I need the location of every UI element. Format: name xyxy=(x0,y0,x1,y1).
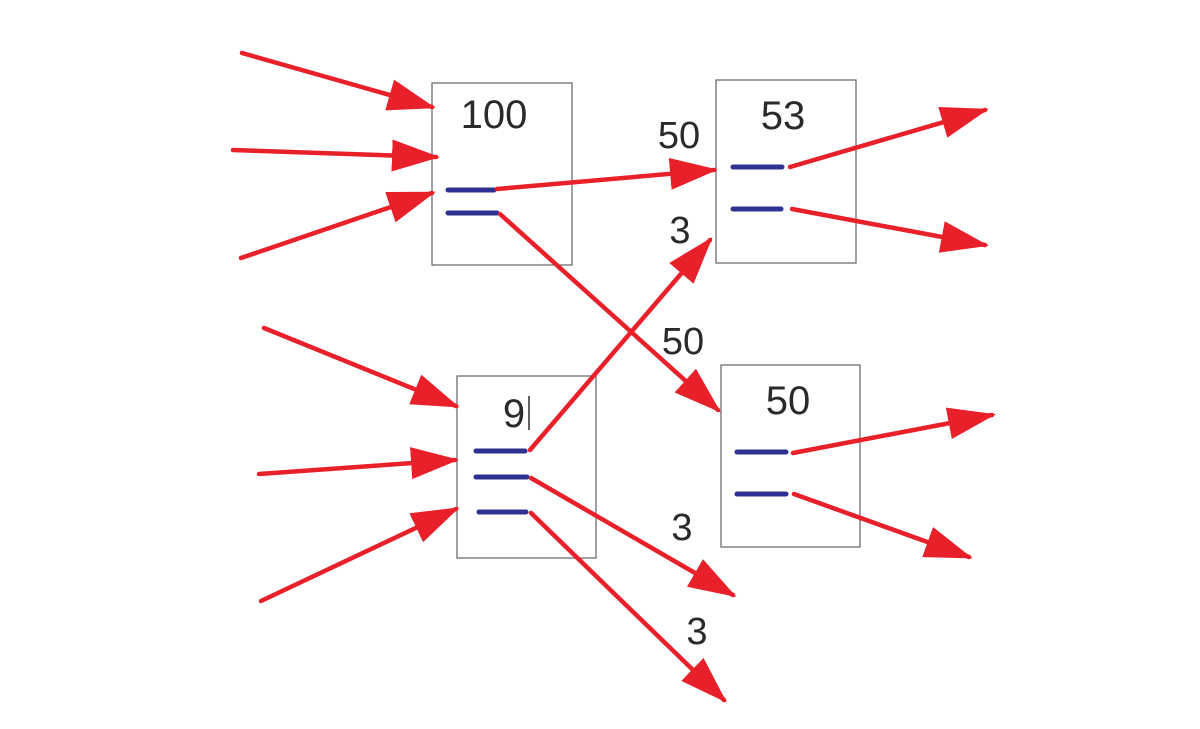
edge-label-bl-out-lower: 3 xyxy=(686,611,707,653)
edge-arrow-tl-to-br xyxy=(497,211,721,413)
node-box xyxy=(720,364,861,548)
incoming-arrow xyxy=(261,325,460,409)
edge-label-bl-to-tr: 3 xyxy=(669,210,690,252)
incoming-arrow xyxy=(238,190,436,261)
node-box xyxy=(456,375,597,559)
edge-arrow-tl-to-tr xyxy=(494,157,718,192)
incoming-arrow xyxy=(256,447,459,480)
edge-arrow-bl-to-tr xyxy=(527,236,713,453)
outgoing-arrow xyxy=(789,206,989,253)
node-value: 50 xyxy=(766,379,811,423)
incoming-arrow xyxy=(258,506,460,604)
outgoing-arrow xyxy=(787,106,989,170)
node-value: 9 xyxy=(503,392,525,436)
outgoing-arrow xyxy=(790,407,996,456)
incoming-arrow xyxy=(239,50,436,111)
outgoing-arrow xyxy=(791,491,973,560)
edge-label-tl-to-br: 50 xyxy=(662,321,704,363)
node-top-left: 100 xyxy=(431,82,573,266)
outgoing-arrow xyxy=(528,475,737,598)
outgoing-arrow xyxy=(528,510,727,703)
node-bottom-left: 9 xyxy=(456,375,597,559)
incoming-arrow xyxy=(230,139,440,172)
edge-label-bl-out-upper: 3 xyxy=(671,507,692,549)
node-value: 100 xyxy=(461,93,528,137)
node-box xyxy=(715,79,857,264)
node-top-right: 53 xyxy=(715,79,857,264)
node-box xyxy=(431,82,573,266)
node-value: 53 xyxy=(761,94,806,138)
node-bottom-right: 50 xyxy=(720,364,861,548)
edge-label-tl-to-tr: 50 xyxy=(658,115,700,157)
